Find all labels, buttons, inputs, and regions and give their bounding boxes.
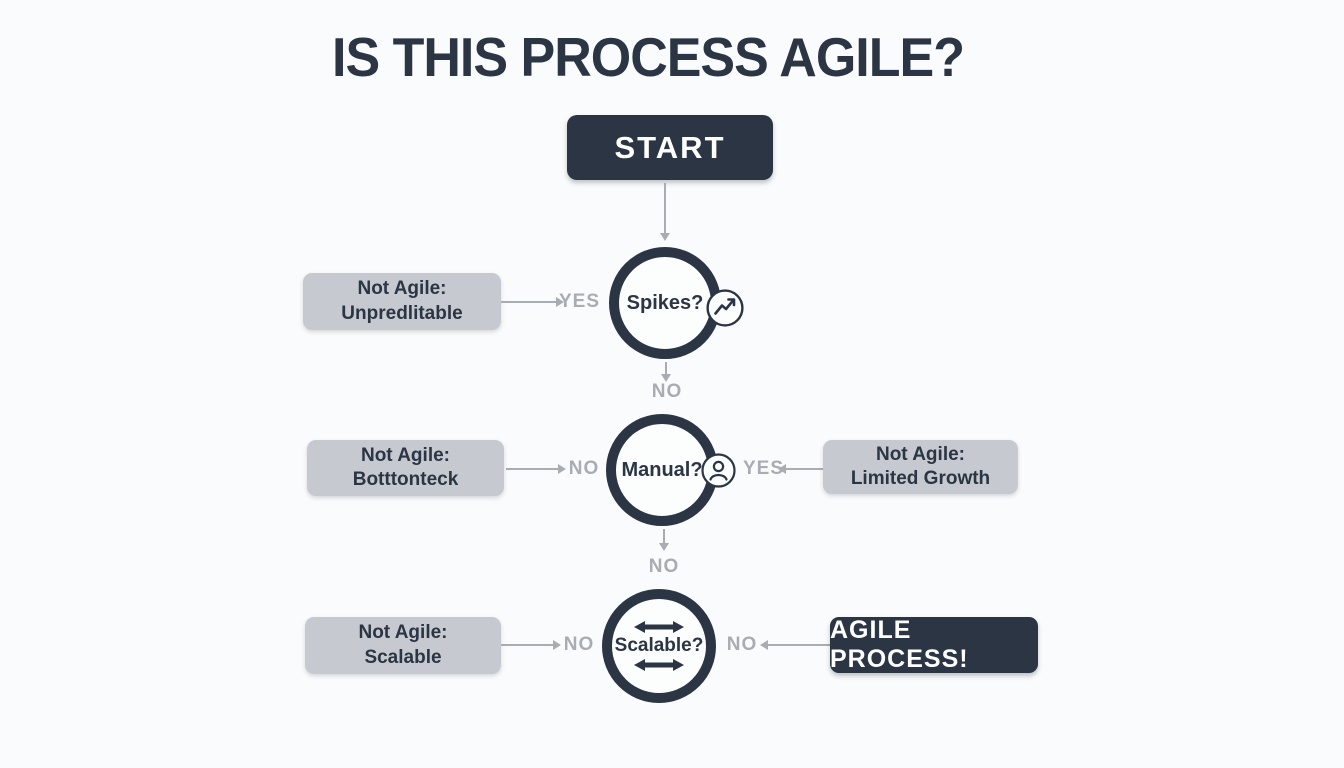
double-arrow-icon [634,621,684,633]
outcome-line: Unpredlitable [341,302,463,324]
decision-node-scalable: Scalable? [602,589,716,703]
decision-question: Scalable? [614,635,704,656]
connector-bottleneck-no [506,464,566,474]
start-node: START [567,115,773,180]
outcome-box-limited-growth: Not Agile: Limited Growth [823,440,1018,494]
outcome-line: Not Agile: [358,622,448,644]
outcome-line: Not Agile: [875,443,965,465]
answer-label-no: NO [726,634,758,655]
connector-unpredictable-yes [501,297,564,307]
decision-question: Spikes? [626,291,704,314]
trend-up-icon [706,289,744,327]
connector-scalable-no-left [501,640,561,650]
connector-limitedgrowth-yes [778,464,823,474]
start-label: START [614,129,726,165]
outcome-line: Scalable [364,646,442,668]
outcome-line: Not Agile: [360,444,450,466]
outcome-box-bottleneck: Not Agile: Botttonteck [307,440,504,496]
decision-node-spikes: Spikes? [609,247,721,359]
outcome-line: Not Agile: [357,278,447,300]
answer-label-yes: YES [559,291,601,312]
outcome-line: Limited Growth [850,468,991,489]
outcome-line: Botttonteck [352,469,459,490]
decision-question: Manual? [621,458,703,481]
connector-spikes-no [661,362,671,382]
answer-label-yes: YES [743,458,785,479]
connector-agile-no [760,640,830,650]
connector-start-to-spikes [660,183,670,241]
answer-label-no: NO [568,458,600,479]
connector-manual-no [659,529,669,551]
outcome-box-scalable: Not Agile: Scalable [305,617,501,674]
page-title: IS THIS PROCESS AGILE? [332,27,965,89]
outcome-box-unpredictable: Not Agile: Unpredlitable [303,273,501,330]
answer-label-no: NO [648,556,680,577]
double-arrow-icon [634,659,684,671]
answer-label-no: NO [563,634,595,655]
result-label: AGILE PROCESS! [830,616,969,673]
result-box-agile-process: AGILE PROCESS! [830,616,1038,673]
answer-label-no: NO [651,381,683,402]
person-icon [701,453,736,488]
